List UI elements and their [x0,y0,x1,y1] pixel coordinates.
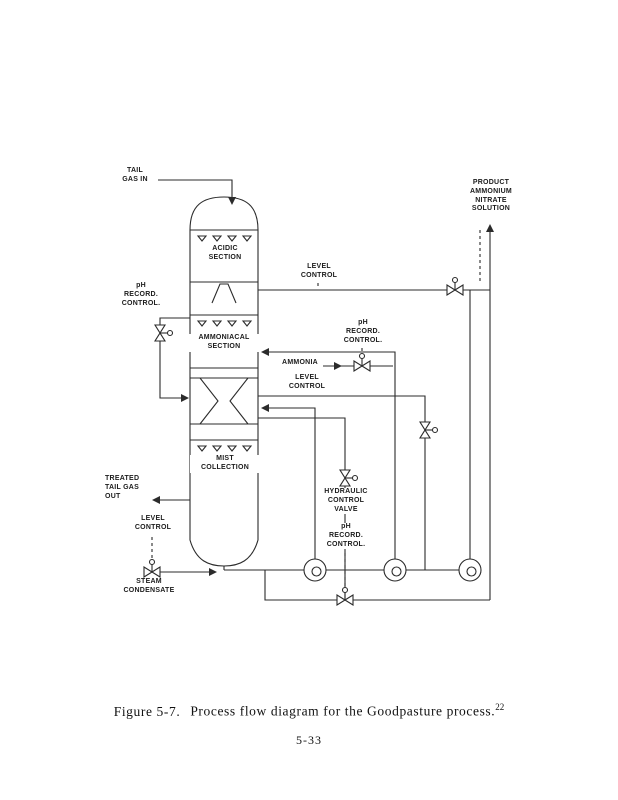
arrow-ammoniacal-feed [261,348,269,356]
label-product-ammonium-nitrate: PRODUCT AMMONIUM NITRATE SOLUTION [459,179,523,214]
arrow-condensate-in [209,568,217,576]
figure-caption: Figure 5-7. Process flow diagram for the … [0,702,618,720]
product-control-valve [446,276,464,296]
signal-lines [151,230,481,592]
arrow-ammonia-feed [334,362,342,370]
caption-figure-number: Figure 5-7. [113,703,181,719]
label-level-control-bottom: LEVEL CONTROL [130,515,176,533]
tail-gas-inlet-pipe [158,179,233,203]
label-mist-collection: MIST COLLECTION [190,455,260,473]
label-ammoniacal-section: AMMONIACAL SECTION [187,334,261,352]
caption-text: Process flow diagram for the Goodpasture… [190,703,496,719]
arrow-venturi-feed [261,404,269,412]
arrow-treated-gas-out [152,496,160,504]
label-acidic-section: ACIDIC SECTION [196,245,254,263]
column-shell [189,196,259,567]
label-ph-record-control-bottom: pH RECORD. CONTROL. [321,523,371,550]
valves [143,276,464,606]
transfer-control-valve [419,421,439,439]
bottom-collection-pipe [264,570,490,601]
ph-control-valve-left [154,324,174,342]
pump1-discharge-pipe [264,407,316,559]
label-treated-tail-gas-out: TREATED TAIL GAS OUT [104,475,152,502]
hydraulic-control-valve [339,469,359,487]
transfer-pipe [258,395,426,570]
pump-suction-header [223,566,459,571]
label-steam-condensate: STEAM CONDENSATE [118,578,180,596]
level-control-valve-bottom [143,558,161,578]
pump-3 [458,558,482,582]
arrow-tail-gas-in [228,197,236,205]
label-ph-record-control-left: pH RECORD. CONTROL. [116,282,166,309]
chimney-tray [211,283,237,304]
ph-control-valve-bottom [336,586,354,606]
ph-recirculation-pipe [159,317,190,399]
pump-2 [383,558,407,582]
venturi-section [198,377,250,425]
flow-arrows [152,197,494,576]
label-ammonia: AMMONIA [277,359,323,368]
label-hydraulic-control-valve: HYDRAULIC CONTROL VALVE [318,488,374,515]
absorber-column [189,196,259,567]
ammonia-control-valve [353,352,371,372]
arrow-product-out [486,224,494,232]
arrow-ph-return [181,394,189,402]
pump-1 [303,558,327,582]
caption-reference: 22 [495,702,505,712]
label-tail-gas-in: TAIL GAS IN [112,167,158,185]
label-level-control-top: LEVEL CONTROL [296,263,342,281]
pump2-discharge-pipe [264,351,396,559]
label-ph-record-control-mid: pH RECORD. CONTROL. [338,319,388,346]
label-level-control-mid: LEVEL CONTROL [284,374,330,392]
page-number: 5-33 [296,733,322,747]
